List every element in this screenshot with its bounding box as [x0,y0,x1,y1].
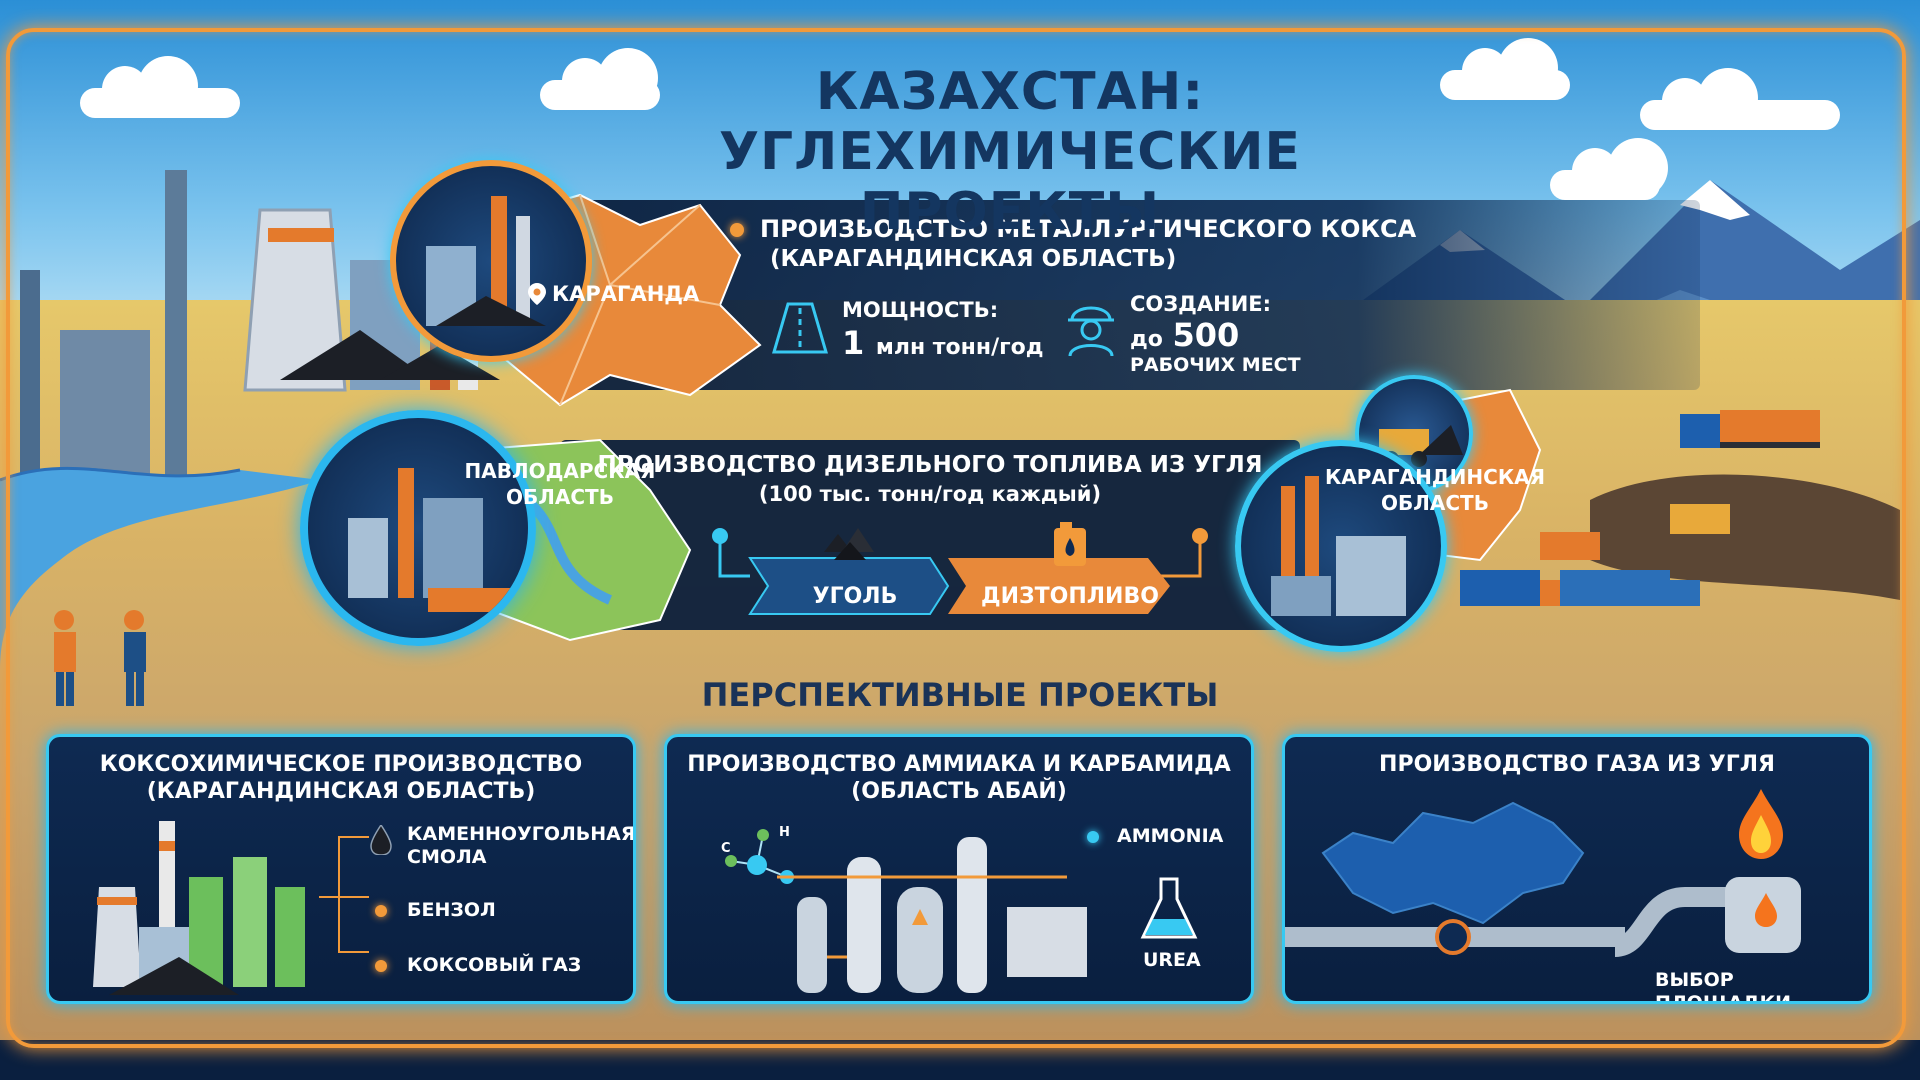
coke-gas-dot-icon [375,960,387,972]
molecule-c-label: C [721,841,731,856]
diesel-title-line2: (100 тыс. тонн/год каждый) [758,482,1102,506]
kazakhstan-map-silhouette [1321,801,1585,925]
cloud [80,56,240,118]
road-capacity-icon [770,298,830,358]
site-selection-label: ВЫБОР ПЛОЩАДКИ [1655,969,1792,1004]
jobs-prefix: до [1130,327,1163,352]
jobs-label: СОЗДАНИЕ: [1130,292,1272,316]
benzene-dot-icon [375,905,387,917]
workers-illustration [54,610,146,706]
capacity-number: 1 [842,324,865,362]
worker-helmet-icon [1062,292,1120,358]
ammonia-plant-illustration [777,837,1087,993]
coal-tar-line1: КАМЕННОУГОЛЬНАЯ [407,823,636,845]
jobs-number: 500 [1172,316,1240,354]
pavlodar-plant-circle-illustration [300,410,536,646]
molecule-h-label: H [779,825,790,840]
coal-tar-label: КАМЕННОУГОЛЬНАЯ СМОЛА [407,823,636,869]
coke-gas-label: КОКСОВЫЙ ГАЗ [407,954,582,976]
diesel-label: ДИЗТОПЛИВО [981,584,1159,609]
main-title-line2: УГЛЕХИМИЧЕСКИЕ ПРОЕКТЫ [718,122,1302,242]
bottom-strip [0,1040,1920,1080]
ammonia-title-line1: ПРОИЗВОДСТВО АММИАКА И КАРБАМИДА [687,752,1231,777]
pavlodar-region-label: ПАВЛОДАРСКАЯ ОБЛАСТЬ [464,459,656,509]
urea-label: UREA [1143,949,1201,971]
coal-to-diesel-flow-diagram [712,528,1208,615]
oil-drop-icon [369,823,393,856]
prospective-projects-heading: ПЕРСПЕКТИВНЫЕ ПРОЕКТЫ [701,676,1219,714]
ammonia-title-line2: (ОБЛАСТЬ АБАЙ) [851,779,1067,804]
flask-icon [1139,877,1199,941]
jobs-value: до 500 [1130,316,1239,354]
karaganda-plant-circle-illustration [1235,440,1447,652]
cloud [1440,38,1570,100]
karaganda-region-label: КАРАГАНДИНСКАЯ ОБЛАСТЬ [1324,465,1546,515]
coal-lumps-icon [820,522,880,562]
ammonia-label: AMMONIA [1117,825,1224,847]
capacity-value: 1 млн тонн/год [842,324,1043,362]
main-title-line1: КАЗАХСТАН: [815,62,1205,122]
karaganda-city-label: КАРАГАНДА [528,282,699,306]
cloud [1550,138,1668,200]
fire-warning-icon [1751,893,1781,927]
coal-gas-card: ПРОИЗВОДСТВО ГАЗА ИЗ УГЛЯ ВЫБОР ПЛОЩАДКИ [1282,734,1872,1004]
coke-chemical-title-line1: КОКСОХИМИЧЕСКОЕ ПРОИЗВОДСТВО [99,752,583,777]
cloud [540,48,660,110]
coke-title-line1: ПРОИЗВОДСТВО МЕТАЛЛУРГИЧЕСКОГО КОКСА [760,215,1417,243]
ammonia-urea-card-title: ПРОИЗВОДСТВО АММИАКА И КАРБАМИДА (ОБЛАСТ… [667,751,1251,805]
ammonia-dot-icon [1087,831,1099,843]
map-pin-icon [528,283,546,305]
coke-chemical-card-title: КОКСОХИМИЧЕСКОЕ ПРОИЗВОДСТВО (КАРАГАНДИН… [49,751,633,805]
coke-project-title: ПРОИЗВОДСТВО МЕТАЛЛУРГИЧЕСКОГО КОКСА [730,214,1416,244]
capacity-unit: млн тонн/год [875,335,1044,360]
coke-chemical-title-line2: (КАРАГАНДИНСКАЯ ОБЛАСТЬ) [146,779,536,804]
mining-trucks-illustration [1460,410,1900,606]
coke-project-panel [560,200,1700,390]
karaganda-label-text: КАРАГАНДА [552,282,700,306]
coal-label: УГОЛЬ [812,584,898,609]
coal-tar-line2: СМОЛА [407,846,487,868]
coal-gas-card-title: ПРОИЗВОДСТВО ГАЗА ИЗ УГЛЯ [1379,752,1775,777]
diesel-title-line1: ПРОИЗВОДСТВО ДИЗЕЛЬНОГО ТОПЛИВА ИЗ УГЛЯ [597,452,1263,478]
coke-chemical-card: КОКСОХИМИЧЕСКОЕ ПРОИЗВОДСТВО (КАРАГАНДИН… [46,734,636,1004]
bullet-dot-icon [730,223,744,237]
coke-plant-circle-illustration [390,160,592,362]
benzene-label: БЕНЗОЛ [407,899,496,921]
fuel-canister-icon [1050,520,1090,568]
main-title: КАЗАХСТАН: УГЛЕХИМИЧЕСКИЕ ПРОЕКТЫ [560,62,1460,242]
coke-chemical-connectors [319,836,369,953]
jobs-suffix: РАБОЧИХ МЕСТ [1130,354,1301,376]
cloud [1640,68,1840,130]
coke-chemical-plant-illustration [93,821,305,995]
gas-pipeline-illustration [1285,877,1801,957]
capacity-label: МОЩНОСТЬ: [842,298,999,322]
flame-icon [1731,789,1791,859]
coke-title-line2: (КАРАГАНДИНСКАЯ ОБЛАСТЬ) [770,246,1177,272]
ammonia-urea-card: ПРОИЗВОДСТВО АММИАКА И КАРБАМИДА (ОБЛАСТ… [664,734,1254,1004]
